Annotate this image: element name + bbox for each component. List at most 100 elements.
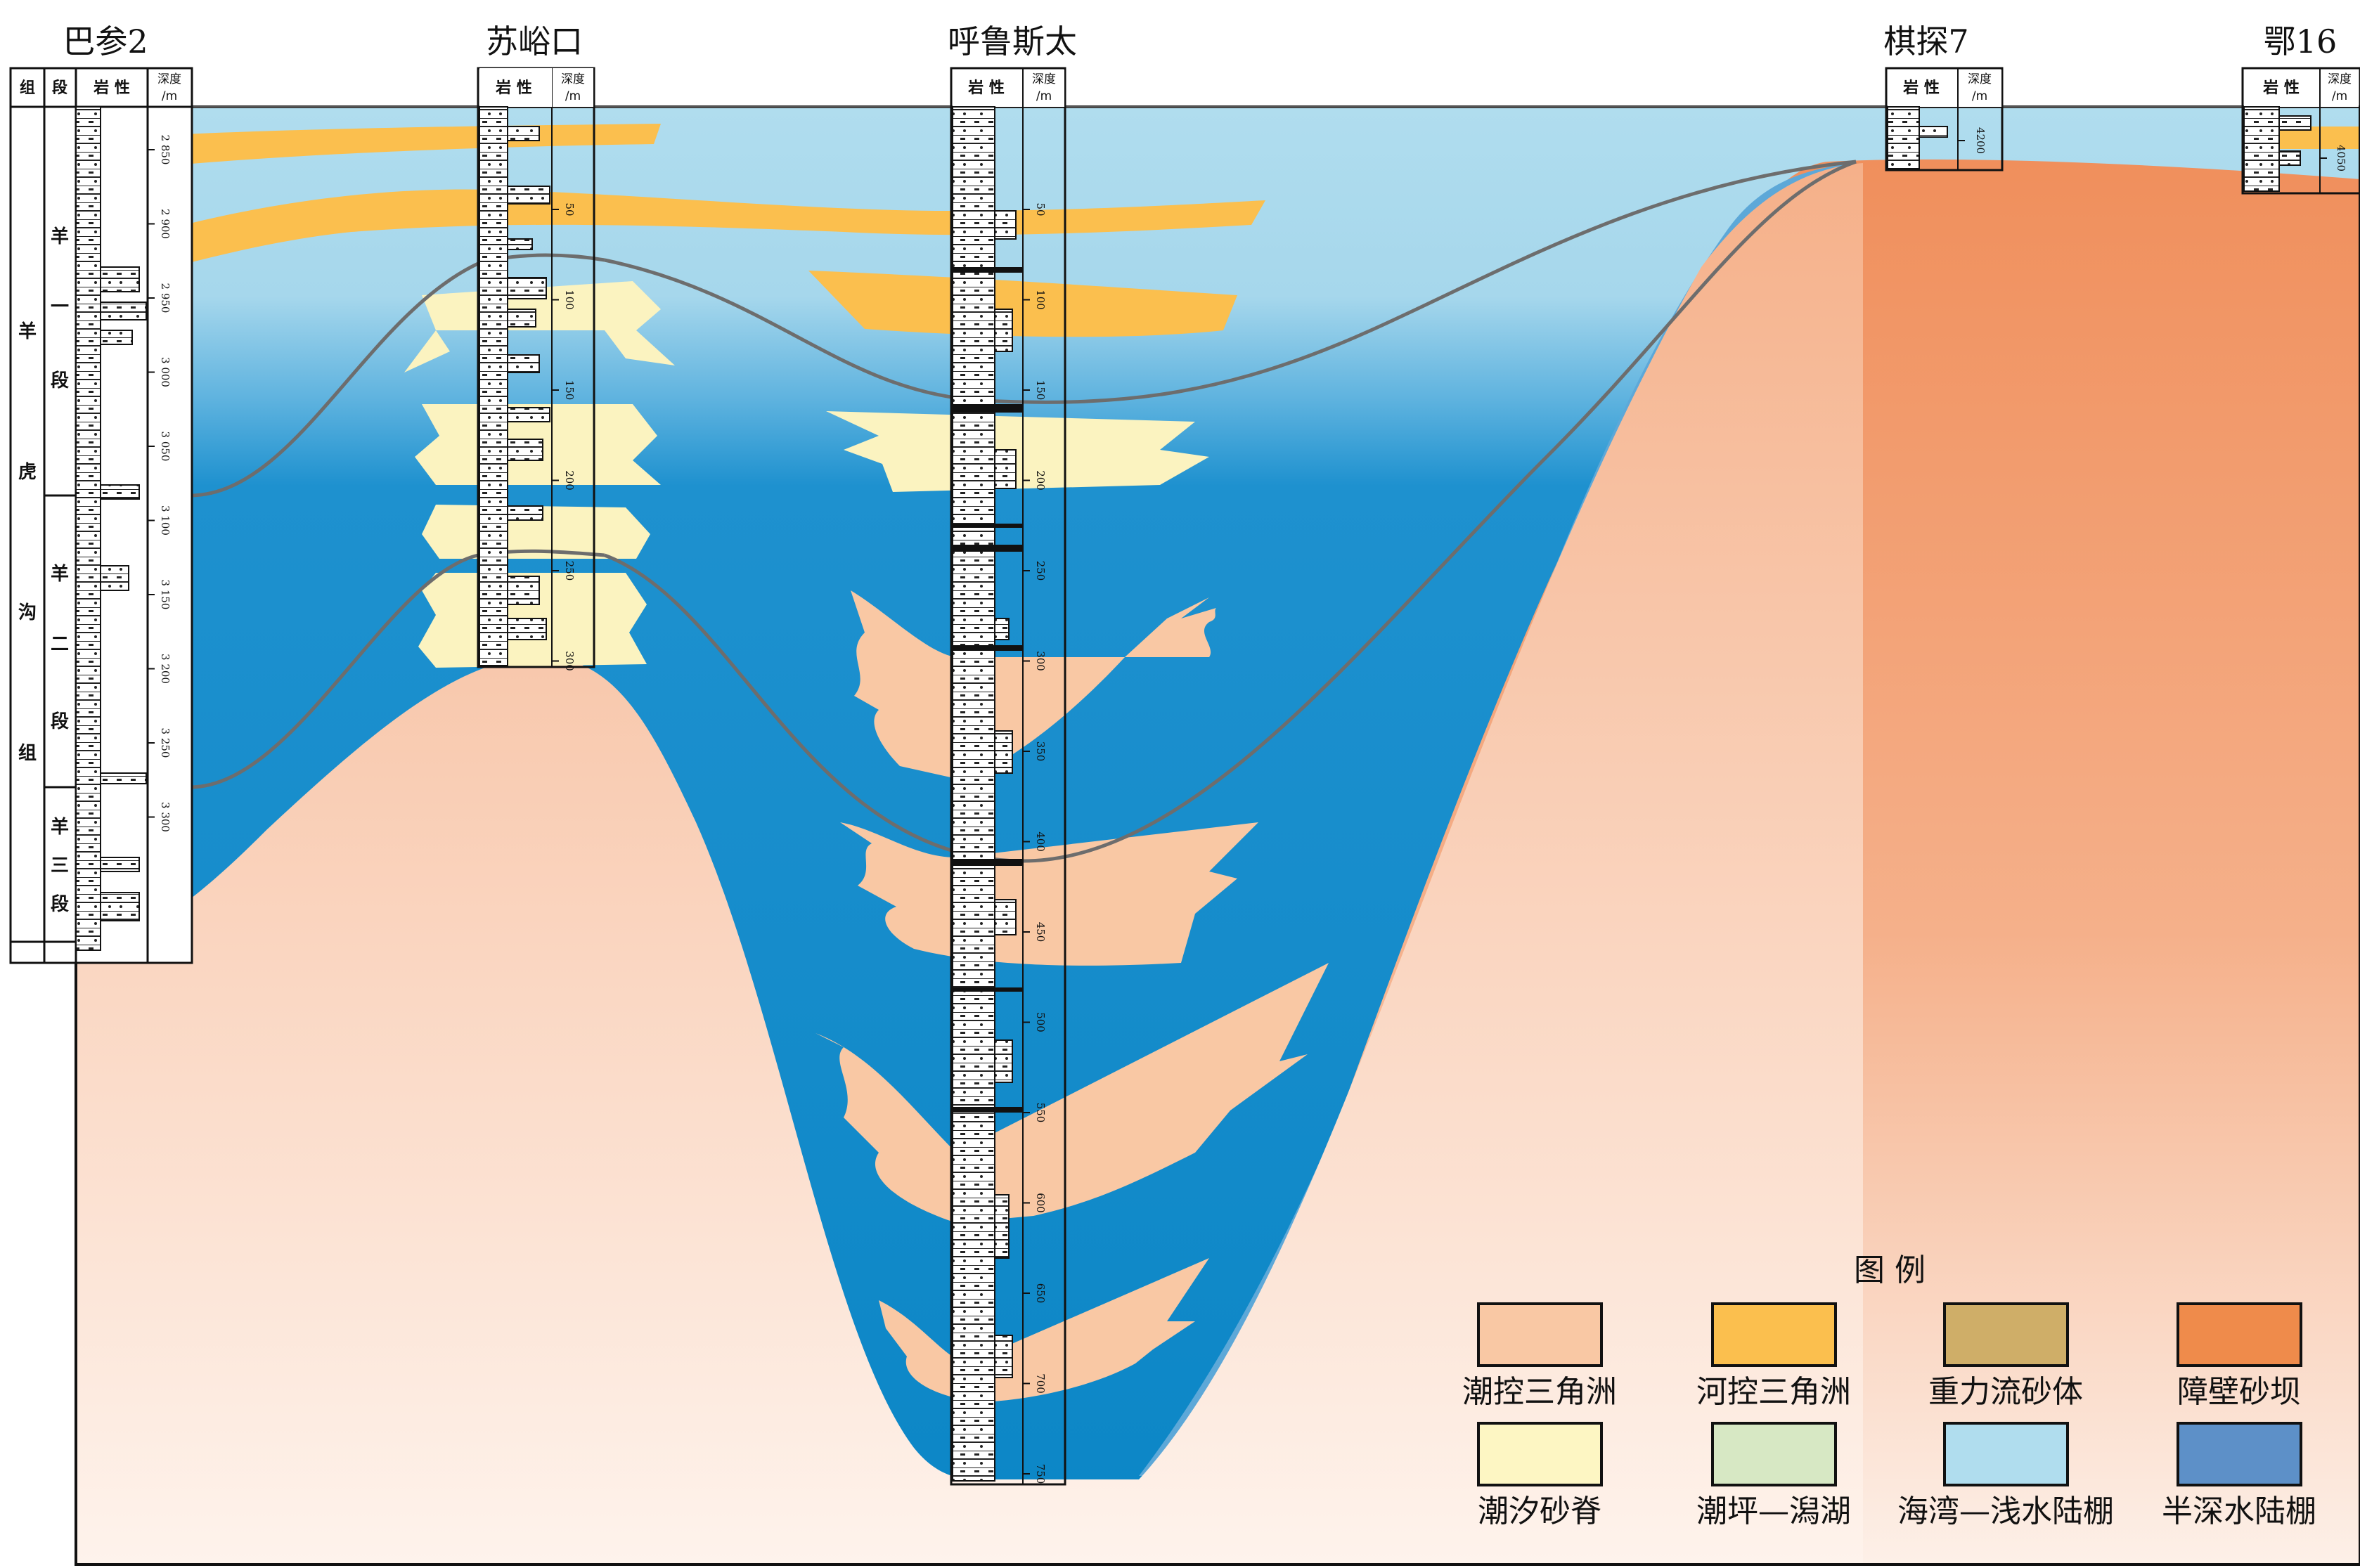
tidal-delta-lobes — [815, 590, 1329, 1402]
depth-label: 600 — [1034, 1193, 1047, 1213]
basement-body — [76, 163, 1863, 1564]
well-qt7: 棋探7 岩 性 深度 /m 4200 — [1883, 22, 2004, 171]
e16-header-depth-1: 深度 — [2328, 72, 2352, 86]
member3-char-1: 羊 — [51, 816, 69, 838]
hlst-header-lithology: 岩 性 — [967, 79, 1005, 97]
depth-label: 2 950 — [159, 283, 172, 313]
legend-swatch-semi-deep — [2177, 1422, 2302, 1486]
depth-label: 100 — [1034, 290, 1047, 310]
depth-label: 150 — [563, 380, 576, 401]
depth-label: 3 250 — [159, 728, 172, 758]
depth-label: 200 — [563, 470, 576, 491]
lithology-beds — [100, 266, 147, 921]
legend-swatch-bay-shelf — [1943, 1422, 2069, 1486]
depth-label: 2 850 — [159, 135, 172, 165]
member3-char-2: 三 — [51, 855, 69, 876]
depth-label: 4050 — [2335, 145, 2347, 171]
legend-label-tidal-ridge: 潮汐砂脊 — [1478, 1494, 1601, 1529]
hlst-header-depth-1: 深度 — [1032, 72, 1056, 86]
depth-label: 300 — [1034, 651, 1047, 671]
member1-char-3: 段 — [51, 370, 69, 391]
depth-label: 400 — [1034, 831, 1047, 852]
member1-char-2: 一 — [51, 297, 69, 318]
e16-header-depth-2: /m — [2332, 89, 2347, 103]
header-section: 段 — [52, 79, 67, 97]
well-name-hlst: 呼鲁斯太 — [948, 22, 1077, 60]
depth-label: 300 — [563, 651, 576, 671]
legend-label-tidal-flat: 潮坪—潟湖 — [1696, 1494, 1851, 1529]
formation-char-2: 虎 — [18, 462, 37, 483]
well-hlst: 呼鲁斯太 岩 性 深度 /m — [948, 22, 1077, 1486]
well-name-syk: 苏峪口 — [486, 22, 583, 60]
syk-header-depth-1: 深度 — [561, 72, 585, 86]
depth-label: 2 900 — [159, 209, 172, 239]
member2-char-1: 羊 — [51, 563, 69, 585]
hlst-coal-beds — [953, 267, 1023, 1113]
depth-label: 450 — [1034, 922, 1047, 942]
header-group: 组 — [20, 79, 35, 97]
qt7-header-depth-1: 深度 — [1968, 72, 1992, 86]
syk-header-depth-2: /m — [565, 89, 581, 103]
legend-swatch-tidal-ridge — [1477, 1422, 1603, 1486]
member2-char-2: 二 — [51, 634, 69, 655]
depth-label: 550 — [1034, 1103, 1047, 1123]
depth-label: 3 200 — [159, 654, 172, 684]
depth-label: 250 — [563, 561, 576, 581]
legend-label-gravity-flow: 重力流砂体 — [1928, 1374, 2083, 1410]
depth-label: 50 — [563, 202, 576, 216]
header-lithology: 岩 性 — [93, 79, 130, 97]
depth-label: 50 — [1034, 202, 1047, 216]
member1-char-1: 羊 — [51, 226, 69, 247]
qt7-header-lithology: 岩 性 — [1902, 79, 1940, 97]
legend-label-bay-shelf: 海湾—浅水陆棚 — [1897, 1494, 2114, 1529]
formation-char-1: 羊 — [18, 320, 37, 342]
legend-swatch-river-delta — [1711, 1302, 1837, 1367]
syk-header-lithology: 岩 性 — [495, 79, 532, 97]
legend-label-barrier-bar: 障壁砂坝 — [2177, 1374, 2301, 1410]
depth-label: 3 150 — [159, 580, 172, 610]
depth-label: 3 100 — [159, 505, 172, 536]
depth-label: 700 — [1034, 1373, 1047, 1394]
depth-label: 750 — [1034, 1464, 1047, 1484]
header-depth-2: /m — [162, 89, 177, 103]
well-ba2: 巴参2 组 段 岩 性 深度 /m 羊 虎 沟 组 羊 一 段 羊 二 段 羊 … — [9, 22, 193, 964]
depth-label: 3 000 — [159, 357, 172, 387]
legend-swatch-tidal-flat — [1711, 1422, 1837, 1486]
depth-track: 2 850 2 900 2 950 3 000 3 050 3 100 3 150 3 200… — [147, 107, 172, 963]
legend-swatch-tidal-delta — [1477, 1302, 1603, 1367]
legend-label-river-delta: 河控三角洲 — [1696, 1374, 1851, 1410]
hlst-lithology-column — [952, 106, 995, 1482]
formation-char-4: 组 — [18, 742, 37, 764]
well-e16: 鄂16 岩 性 深度 /m 4050 — [2241, 22, 2360, 195]
hlst-frame — [950, 67, 1066, 1486]
depth-label: 100 — [563, 290, 576, 310]
legend-swatch-gravity-flow — [1943, 1302, 2069, 1367]
depth-label: 3 050 — [159, 432, 172, 462]
well-name-ba2: 巴参2 — [63, 22, 148, 60]
well-syk: 苏峪口 岩 性 深度 /m 50 100 150 200 250 300 — [477, 22, 595, 671]
member3-char-3: 段 — [51, 893, 69, 915]
legend: 图 例 潮控三角洲河控三角洲重力流砂体障壁砂坝潮汐砂脊潮坪—潟湖海湾—浅水陆棚半… — [1462, 1252, 2316, 1529]
depth-label: 200 — [1034, 470, 1047, 491]
depth-label: 3 300 — [159, 802, 172, 832]
syk-lithology-column — [479, 106, 508, 666]
hlst-header-depth-2: /m — [1036, 89, 1052, 103]
lithology-column — [75, 106, 101, 951]
depth-label: 350 — [1034, 741, 1047, 762]
depth-label: 150 — [1034, 380, 1047, 401]
well-name-e16: 鄂16 — [2264, 22, 2338, 60]
member2-char-3: 段 — [51, 711, 69, 732]
legend-title: 图 例 — [1854, 1252, 1926, 1288]
depth-label: 4200 — [1974, 127, 1987, 154]
legend-swatch-barrier-bar — [2177, 1302, 2302, 1367]
e16-frame — [2241, 67, 2360, 195]
qt7-frame — [1885, 67, 2004, 171]
qt7-header-depth-2: /m — [1972, 89, 1987, 103]
legend-label-tidal-delta: 潮控三角洲 — [1462, 1374, 1617, 1410]
depth-label: 250 — [1034, 561, 1047, 581]
depth-label: 650 — [1034, 1283, 1047, 1304]
well-name-qt7: 棋探7 — [1883, 22, 1968, 60]
header-depth-1: 深度 — [157, 72, 181, 86]
e16-header-lithology: 岩 性 — [2262, 79, 2300, 97]
